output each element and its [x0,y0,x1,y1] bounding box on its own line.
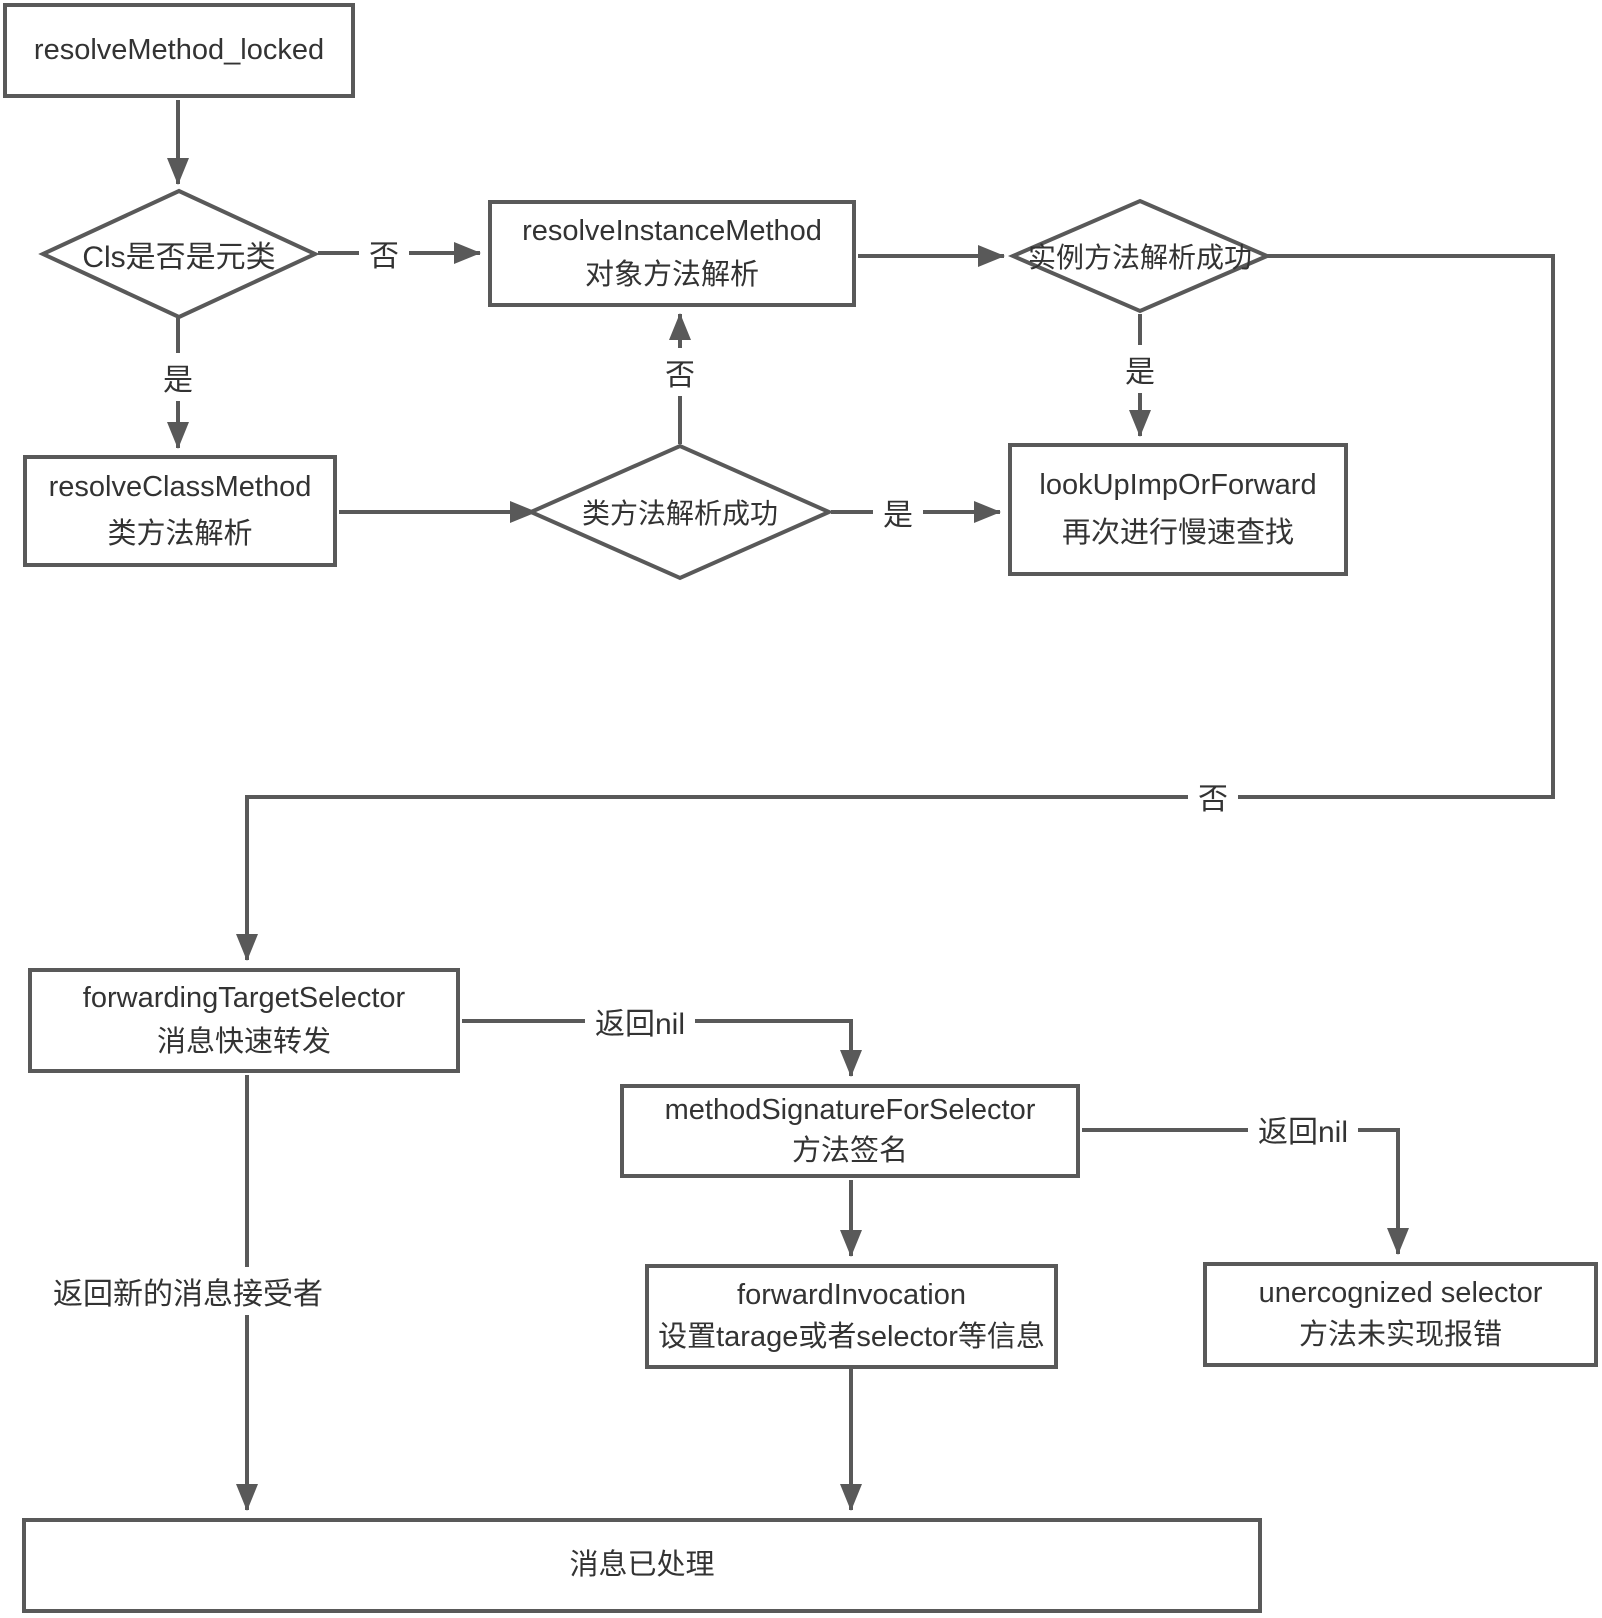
edge-label-instance-success-yes: 是 [1115,345,1165,393]
node-resolve-instance-method-title: resolveInstanceMethod [522,215,822,248]
node-message-handled-label: 消息已处理 [569,1548,715,1581]
node-forward-invocation: forwardInvocation 设置tarage或者selector等信息 [645,1264,1058,1369]
node-lookup-imp-or-forward-title: lookUpImpOrForward [1039,469,1317,502]
edge-label-metaclass-yes: 是 [153,353,203,401]
node-forwarding-target-selector-subtitle: 消息快速转发 [156,1025,331,1058]
edge-label-class-success-yes: 是 [873,488,923,536]
edge-label-instance-success-no: 否 [1188,772,1238,820]
node-resolve-method-locked: resolveMethod_locked [3,3,355,98]
node-method-signature-for-selector-subtitle: 方法签名 [791,1135,908,1167]
node-forwarding-target-selector-title: forwardingTargetSelector [82,982,406,1015]
node-resolve-instance-method-subtitle: 对象方法解析 [584,258,759,291]
decision-cls-is-metaclass-shape [38,188,320,320]
edge-label-return-new-receiver: 返回新的消息接受者 [43,1267,333,1315]
edge-label-class-success-no: 否 [655,348,705,396]
node-forward-invocation-title: forwardInvocation [737,1279,966,1312]
node-resolve-class-method-title: resolveClassMethod [48,470,312,503]
node-forward-invocation-subtitle: 设置tarage或者selector等信息 [658,1320,1045,1353]
node-forwarding-target-selector: forwardingTargetSelector 消息快速转发 [28,968,460,1073]
node-unrecognized-selector-title: unercognized selector [1258,1277,1543,1310]
decision-cls-is-metaclass-label: Cls是否是元类 [82,241,276,274]
edge-method-signature-nil-to-unrecognized [1082,1128,1409,1255]
node-unrecognized-selector: unercognized selector 方法未实现报错 [1203,1262,1598,1367]
node-method-signature-for-selector: methodSignatureForSelector 方法签名 [620,1084,1080,1178]
decision-instance-resolve-success-shape [1007,198,1273,314]
edge-instance-success-no-to-forwarding-target [236,254,1555,961]
node-lookup-imp-or-forward-subtitle: 再次进行慢速查找 [1061,516,1294,549]
node-resolve-instance-method: resolveInstanceMethod 对象方法解析 [488,200,856,307]
edge-label-metaclass-no: 否 [359,229,409,277]
decision-class-resolve-success-label: 类方法解析成功 [581,498,779,529]
node-resolve-method-locked-label: resolveMethod_locked [33,33,325,66]
edge-label-return-nil-fast-forward: 返回nil [584,997,696,1045]
edge-label-return-nil-signature: 返回nil [1247,1105,1359,1153]
node-unrecognized-selector-subtitle: 方法未实现报错 [1298,1318,1502,1351]
decision-class-resolve-success-shape [526,443,834,581]
decision-instance-resolve-success-label: 实例方法解析成功 [1027,242,1253,273]
node-message-handled: 消息已处理 [22,1518,1262,1613]
node-lookup-imp-or-forward: lookUpImpOrForward 再次进行慢速查找 [1008,443,1348,576]
node-resolve-class-method-subtitle: 类方法解析 [107,518,253,550]
node-method-signature-for-selector-title: methodSignatureForSelector [664,1093,1036,1126]
node-resolve-class-method: resolveClassMethod 类方法解析 [23,455,337,567]
